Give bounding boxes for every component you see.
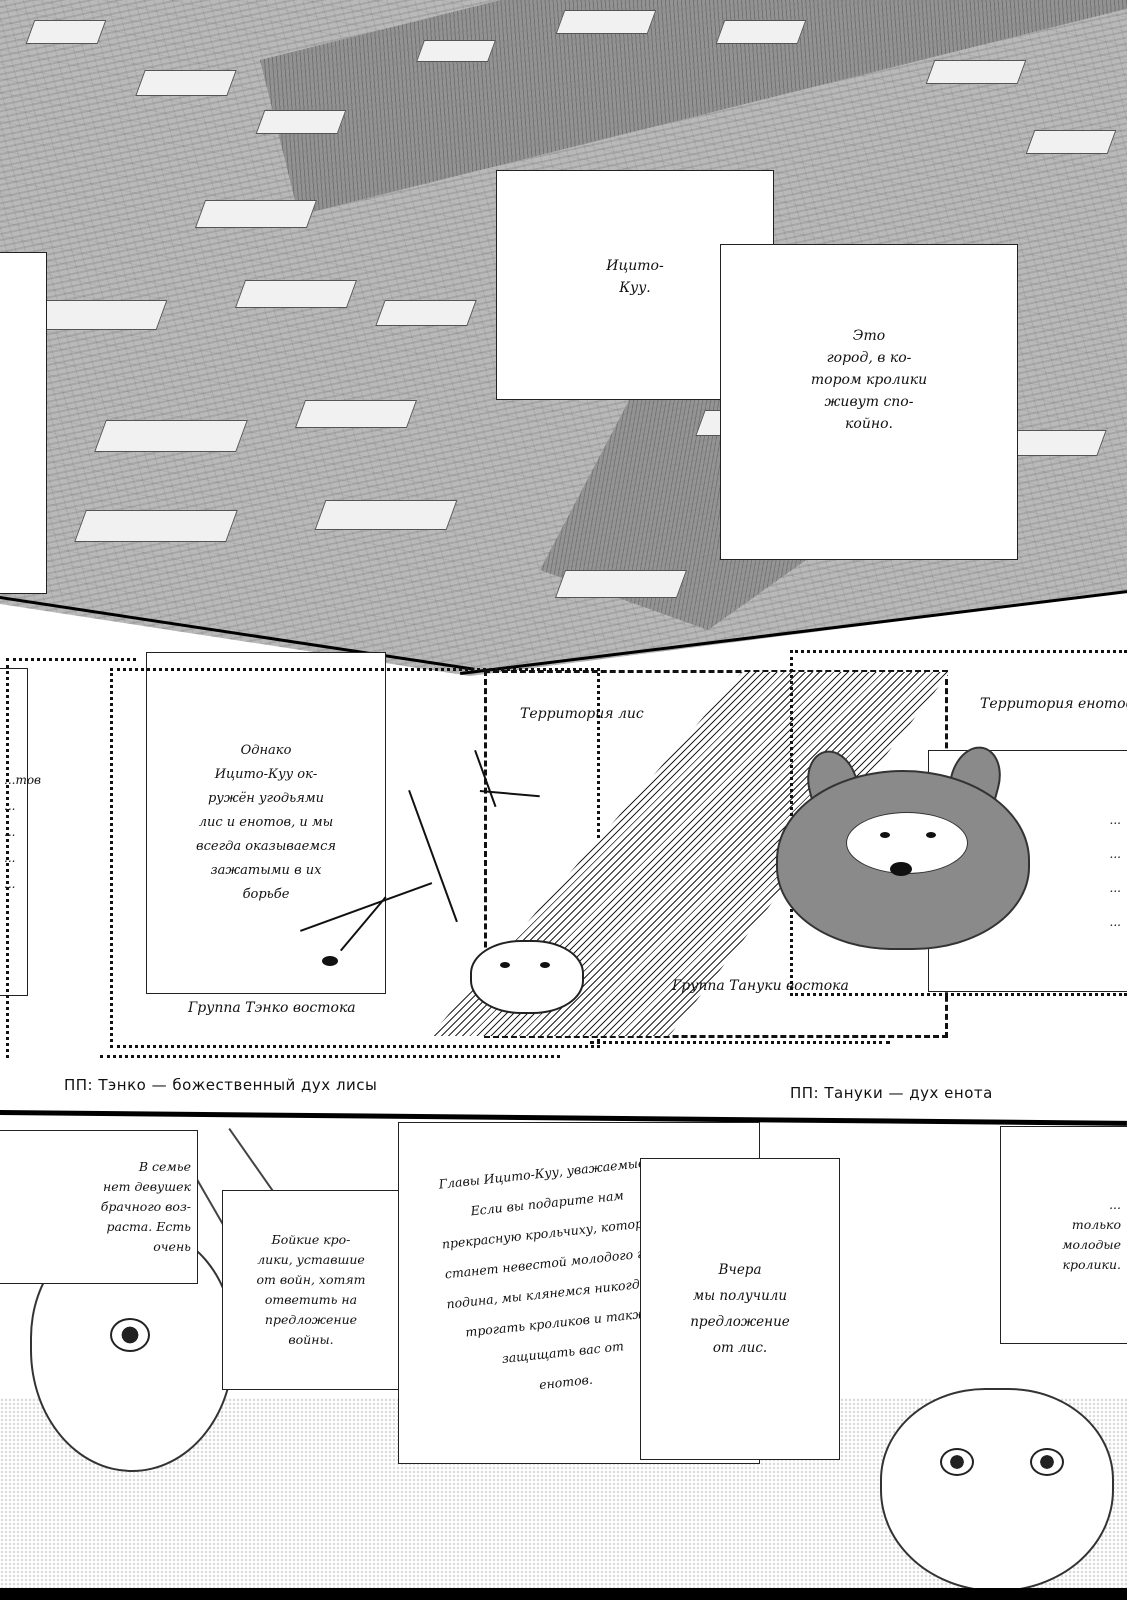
- house-roof: [555, 10, 657, 34]
- caption-line: ответить на: [264, 1292, 358, 1307]
- fox-territory-label: Территория лис: [520, 706, 644, 722]
- house-roof: [294, 400, 418, 428]
- rabbit-face: [470, 940, 584, 1014]
- caption-line: койно.: [845, 416, 893, 432]
- caption-line: ...: [1109, 1197, 1121, 1212]
- caption-line: ...: [4, 877, 16, 891]
- caption-line: Куу.: [619, 280, 651, 296]
- caption-line: ...: [4, 825, 16, 839]
- translator-note-fox: ПП: Тэнко — божественный дух лисы: [64, 1076, 378, 1094]
- house-roof: [94, 420, 248, 452]
- spirits-panel: ...тов ... ... ... ... Однако Ицито-Куу …: [0, 650, 1127, 1120]
- house-roof: [715, 20, 807, 44]
- house-roof: [375, 300, 477, 326]
- caption-line: Ицито-Куу ок-: [214, 767, 318, 782]
- caption-young-rabbits: ... только молодые кролики.: [1000, 1126, 1127, 1344]
- caption-line: ...: [4, 851, 16, 865]
- caption-line: предложение: [264, 1312, 358, 1327]
- caption-family: В семье нет девушек брачного воз- раста.…: [0, 1130, 198, 1284]
- caption-line: нет девушек: [102, 1179, 191, 1194]
- caption-line: В семье: [138, 1159, 191, 1174]
- speech-panel-partial: [0, 252, 47, 594]
- house-roof: [74, 510, 238, 542]
- caption-line: Это: [852, 328, 886, 344]
- caption-town-description: Это город, в ко- тором кролики живут спо…: [720, 244, 1018, 560]
- tanuki-nose: [890, 862, 912, 876]
- character-face-right: [880, 1388, 1114, 1592]
- house-roof: [135, 70, 237, 96]
- caption-line: от лис.: [712, 1340, 768, 1356]
- house-roof: [925, 60, 1027, 84]
- caption-line: ...: [1109, 915, 1121, 929]
- house-roof: [25, 20, 107, 44]
- character-eye: [940, 1448, 974, 1476]
- house-roof: [314, 500, 458, 530]
- caption-line: Ицито-: [606, 258, 664, 274]
- caption-line: Однако: [240, 743, 292, 758]
- house-roof: [554, 570, 688, 598]
- caption-line: борьбе: [242, 887, 290, 902]
- rabbit-eye: [540, 962, 550, 968]
- house-roof: [234, 280, 358, 308]
- caption-line: город, в ко-: [826, 350, 912, 366]
- house-roof: [1025, 130, 1117, 154]
- caption-line: тором кролики: [810, 372, 928, 388]
- caption-line: лис и енотов, и мы: [198, 815, 334, 830]
- caption-line: раста. Есть: [106, 1219, 192, 1234]
- caption-line: Вчера: [718, 1262, 762, 1278]
- tanuki-eye: [880, 832, 890, 838]
- caption-line: от войн, хотят: [256, 1272, 366, 1287]
- caption-line: ...тов: [4, 773, 42, 787]
- caption-surrounded: Однако Ицито-Куу ок- ружён угодьями лис …: [8, 650, 386, 996]
- caption-line: ...: [1109, 813, 1121, 827]
- caption-line: очень: [153, 1239, 191, 1254]
- fox-group-label: Группа Тэнко востока: [188, 1000, 356, 1016]
- page-bottom-border: [0, 1588, 1127, 1600]
- caption-line: молодые: [1062, 1237, 1121, 1252]
- house-roof: [194, 200, 318, 228]
- caption-line: зажатыми в их: [210, 863, 322, 878]
- caption-line: ...: [1109, 847, 1121, 861]
- caption-line: Бойкие кро-: [271, 1232, 351, 1247]
- fox-nose: [322, 956, 338, 966]
- caption-line: всегда оказываемся: [196, 839, 336, 854]
- house-roof: [415, 40, 497, 62]
- dotted-frame-left: [6, 658, 136, 1058]
- caption-line: предложение: [690, 1314, 790, 1330]
- characters-panel: В семье нет девушек брачного воз- раста.…: [0, 1118, 1127, 1600]
- rabbit-eye: [500, 962, 510, 968]
- caption-line: ружён угодьями: [207, 791, 325, 806]
- tanuki-eye: [926, 832, 936, 838]
- tanuki-group-label: Группа Тануки востока: [672, 978, 849, 994]
- translator-note-tanuki: ПП: Тануки — дух енота: [790, 1084, 993, 1102]
- caption-line: войны.: [288, 1332, 334, 1347]
- tanuki-territory-label: Территория енотов: [980, 696, 1127, 712]
- caption-line: брачного воз-: [100, 1199, 191, 1214]
- dotted-connector: [100, 1034, 560, 1058]
- caption-line: мы получили: [692, 1288, 788, 1304]
- caption-line: кролики.: [1062, 1257, 1122, 1272]
- house-roof: [255, 110, 347, 134]
- caption-line: лики, уставшие: [257, 1252, 365, 1267]
- character-eye: [110, 1318, 150, 1352]
- caption-line: ...: [1109, 881, 1121, 895]
- caption-proposal: Вчера мы получили предложение от лис.: [640, 1158, 840, 1460]
- house-roof: [34, 300, 168, 330]
- dotted-connector: [590, 1020, 890, 1044]
- caption-line: ...: [4, 799, 16, 813]
- caption-line: только: [1071, 1217, 1121, 1232]
- character-eye: [1030, 1448, 1064, 1476]
- caption-partial-left: ...тов ... ... ... ...: [0, 668, 41, 996]
- caption-line: живут спо-: [824, 394, 914, 410]
- caption-rabbits-tired: Бойкие кро- лики, уставшие от войн, хотя…: [222, 1190, 400, 1390]
